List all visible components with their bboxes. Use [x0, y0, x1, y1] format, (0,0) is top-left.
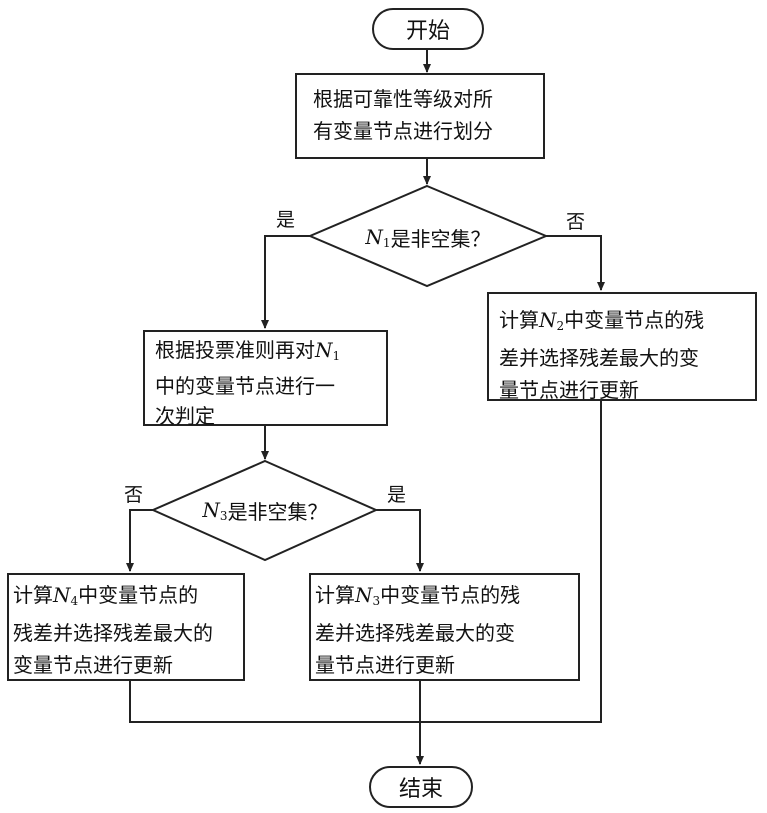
step-left-line3: 次判定: [155, 400, 386, 432]
decision1-var: N: [365, 225, 383, 249]
arrow-decision1-no: [546, 236, 601, 290]
step-n4-line3: 变量节点进行更新: [13, 649, 243, 681]
arrow-decision2-no: [130, 510, 153, 571]
end-label: 结束: [399, 771, 443, 803]
step-n2-line1: 计算N2中变量节点的残: [499, 304, 755, 342]
decision1-no-label: 否: [566, 207, 585, 234]
decision2-var: N: [202, 498, 220, 522]
step-n4-line1: 计算N4中变量节点的: [13, 579, 243, 617]
decision1-sub: 1: [383, 236, 391, 250]
step-n2-line3: 量节点进行更新: [499, 374, 755, 406]
decision1-text: 是非空集？: [391, 223, 491, 252]
start-label: 开始: [406, 13, 450, 45]
step1-line2: 有变量节点进行划分: [313, 115, 543, 147]
step-voting-box: 根据投票准则再对N1 中的变量节点进行一 次判定: [143, 330, 388, 426]
step-partition-box: 根据可靠性等级对所 有变量节点进行划分: [295, 73, 545, 159]
step-n3-line2: 差并选择残差最大的变: [315, 617, 578, 649]
step-n2-line2: 差并选择残差最大的变: [499, 342, 755, 374]
step-left-line1: 根据投票准则再对N1: [155, 334, 386, 372]
decision1-yes-label: 是: [276, 205, 295, 232]
end-terminal: 结束: [369, 766, 473, 808]
start-terminal: 开始: [372, 8, 484, 50]
step-n3-box: 计算N3中变量节点的残 差并选择残差最大的变 量节点进行更新: [309, 573, 580, 681]
step-n3-line1: 计算N3中变量节点的残: [315, 579, 578, 617]
line-n4-to-merge: [130, 680, 420, 722]
arrow-decision1-yes: [265, 236, 310, 328]
decision1-label: N1是非空集？: [330, 220, 526, 254]
decision2-text: 是非空集？: [228, 496, 328, 525]
step-n2-box: 计算N2中变量节点的残 差并选择残差最大的变 量节点进行更新: [487, 292, 757, 401]
step-n3-line3: 量节点进行更新: [315, 649, 578, 681]
arrow-decision2-yes: [376, 510, 420, 571]
decision2-label: N3是非空集？: [170, 493, 360, 527]
decision2-no-label: 否: [124, 480, 143, 507]
step-n4-box: 计算N4中变量节点的 残差并选择残差最大的 变量节点进行更新: [7, 573, 245, 681]
step1-line1: 根据可靠性等级对所: [313, 83, 543, 115]
decision2-yes-label: 是: [387, 480, 406, 507]
step-left-line2: 中的变量节点进行一: [155, 370, 386, 402]
decision2-sub: 3: [220, 509, 228, 523]
step-n4-line2: 残差并选择残差最大的: [13, 617, 243, 649]
